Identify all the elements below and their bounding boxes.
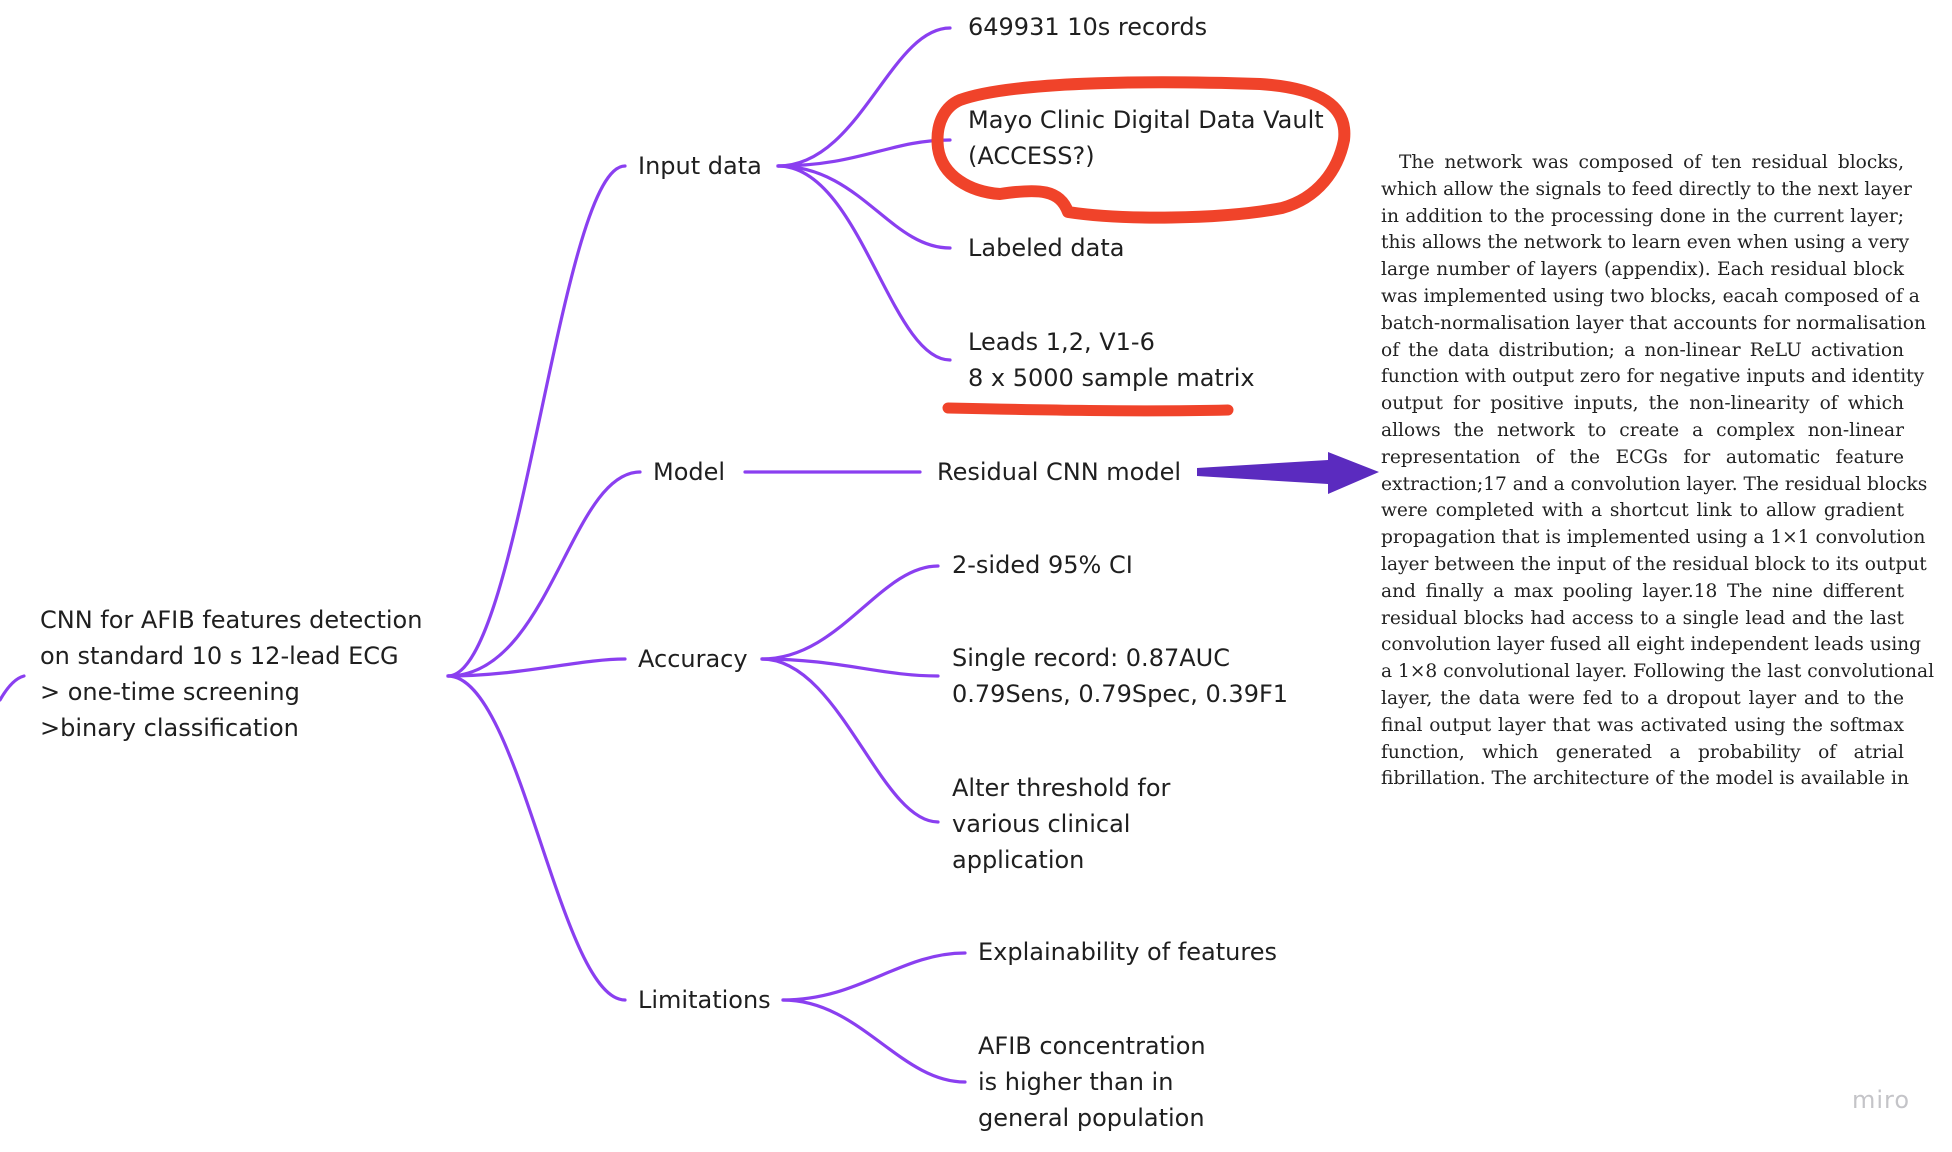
accuracy-threshold[interactable]: Alter threshold for various clinical app… <box>952 770 1170 878</box>
node-line: Mayo Clinic Digital Data Vault <box>968 106 1324 134</box>
node-line: Leads 1,2, V1-6 <box>968 328 1155 356</box>
paper-excerpt-image[interactable]: The network was composed of ten residual… <box>1381 150 1935 793</box>
branch-limitations[interactable]: Limitations <box>638 982 771 1018</box>
miro-watermark: miro <box>1852 1086 1911 1114</box>
accuracy-ci[interactable]: 2-sided 95% CI <box>952 547 1133 583</box>
root-line: CNN for AFIB features detection <box>40 606 423 634</box>
node-line: general population <box>978 1104 1205 1132</box>
excerpt-line: and finally a max pooling layer.18 The n… <box>1381 580 1904 602</box>
node-line: 649931 10s records <box>968 13 1208 41</box>
highlight-underline <box>942 402 1234 417</box>
excerpt-line: large number of layers (appendix). Each … <box>1381 259 1904 281</box>
root-line: > one-time screening <box>40 678 300 706</box>
root-line: on standard 10 s 12-lead ECG <box>40 642 399 670</box>
excerpt-line: residual blocks had access to a single l… <box>1381 607 1904 629</box>
excerpt-line: fibrillation. The architecture of the mo… <box>1381 768 1909 790</box>
connector-accuracy-ci <box>760 564 940 661</box>
excerpt-line: function, which generated a probability … <box>1381 741 1904 763</box>
node-line: 8 x 5000 sample matrix <box>968 364 1255 392</box>
node-line: 2-sided 95% CI <box>952 551 1133 579</box>
root-line: >binary classification <box>40 714 299 742</box>
node-line: (ACCESS?) <box>968 142 1095 170</box>
excerpt-line: The network was composed of ten residual… <box>1399 152 1904 173</box>
node-line: is higher than in <box>978 1068 1174 1096</box>
accuracy-single-record[interactable]: Single record: 0.87AUC 0.79Sens, 0.79Spe… <box>952 640 1288 712</box>
branch-label: Input data <box>638 152 762 180</box>
excerpt-line: was implemented using two blocks, eacah … <box>1381 285 1920 307</box>
node-line: Residual CNN model <box>937 458 1182 486</box>
excerpt-line: batch-normalisation layer that accounts … <box>1381 312 1926 334</box>
limitations-explainability[interactable]: Explainability of features <box>978 934 1277 970</box>
connector-input-labeled <box>776 164 952 250</box>
branch-label: Limitations <box>638 986 771 1014</box>
connector-input-leads <box>776 164 952 362</box>
connector-root-limitations <box>446 674 627 1002</box>
node-line: 0.79Sens, 0.79Spec, 0.39F1 <box>952 680 1289 708</box>
excerpt-line: layer, the data were fed to a dropout la… <box>1381 687 1904 709</box>
connector-root-model <box>446 470 642 678</box>
excerpt-line: a 1×8 convolutional layer. Following the… <box>1381 661 1935 683</box>
branch-connectors <box>0 26 967 1084</box>
excerpt-line: final output layer that was activated us… <box>1381 714 1904 736</box>
excerpt-line: were completed with a shortcut link to a… <box>1381 500 1904 522</box>
node-line: Labeled data <box>968 234 1125 262</box>
excerpt-line: output for positive inputs, the non-line… <box>1381 393 1904 415</box>
node-line: Alter threshold for <box>952 774 1171 802</box>
node-line: various clinical <box>952 810 1131 838</box>
branch-input-data[interactable]: Input data <box>638 148 762 184</box>
excerpt-line: this allows the network to learn even wh… <box>1381 232 1910 254</box>
connector-input-records <box>776 26 952 168</box>
excerpt-line: function with output zero for negative i… <box>1381 366 1925 388</box>
model-residual-cnn[interactable]: Residual CNN model <box>937 454 1181 490</box>
excerpt-line: layer between the input of the residual … <box>1381 553 1927 575</box>
connector-accuracy-threshold <box>760 657 940 824</box>
node-line: Explainability of features <box>978 938 1277 966</box>
arrow-to-excerpt <box>1197 452 1379 494</box>
branch-label: Model <box>653 458 726 486</box>
connector-limitations-explainability <box>781 951 967 1002</box>
excerpt-line: representation of the ECGs for automatic… <box>1381 446 1904 468</box>
connector-root-accuracy <box>446 657 627 678</box>
highlight-circle <box>931 76 1351 224</box>
excerpt-line: extraction;17 and a convolution layer. T… <box>1381 473 1928 495</box>
connector-root-input-data <box>446 164 627 678</box>
connector-input-mayo <box>776 138 952 168</box>
root-node[interactable]: CNN for AFIB features detection on stand… <box>40 602 422 746</box>
excerpt-line: of the data distribution; a non-linear R… <box>1381 339 1904 361</box>
branch-label: Accuracy <box>638 645 748 673</box>
limitations-afib-concentration[interactable]: AFIB concentration is higher than in gen… <box>978 1028 1206 1136</box>
branch-model[interactable]: Model <box>653 454 725 490</box>
excerpt-line: propagation that is implemented using a … <box>1381 527 1926 549</box>
input-data-mayo-clinic[interactable]: Mayo Clinic Digital Data Vault (ACCESS?) <box>968 102 1324 174</box>
excerpt-line: which allow the signals to feed directly… <box>1381 178 1912 200</box>
node-line: AFIB concentration <box>978 1032 1206 1060</box>
input-data-leads[interactable]: Leads 1,2, V1-6 8 x 5000 sample matrix <box>968 324 1255 396</box>
input-data-labeled[interactable]: Labeled data <box>968 230 1124 266</box>
node-line: application <box>952 846 1085 874</box>
node-line: Single record: 0.87AUC <box>952 644 1230 672</box>
excerpt-line: allows the network to create a complex n… <box>1381 419 1904 441</box>
connector-accuracy-single-record <box>760 657 940 678</box>
root-incoming-connector <box>0 674 26 702</box>
branch-accuracy[interactable]: Accuracy <box>638 641 748 677</box>
excerpt-line: convolution layer fused all eight indepe… <box>1381 634 1922 656</box>
excerpt-line: in addition to the processing done in th… <box>1381 205 1904 227</box>
connector-limitations-afib <box>781 998 967 1084</box>
input-data-records[interactable]: 649931 10s records <box>968 9 1207 45</box>
